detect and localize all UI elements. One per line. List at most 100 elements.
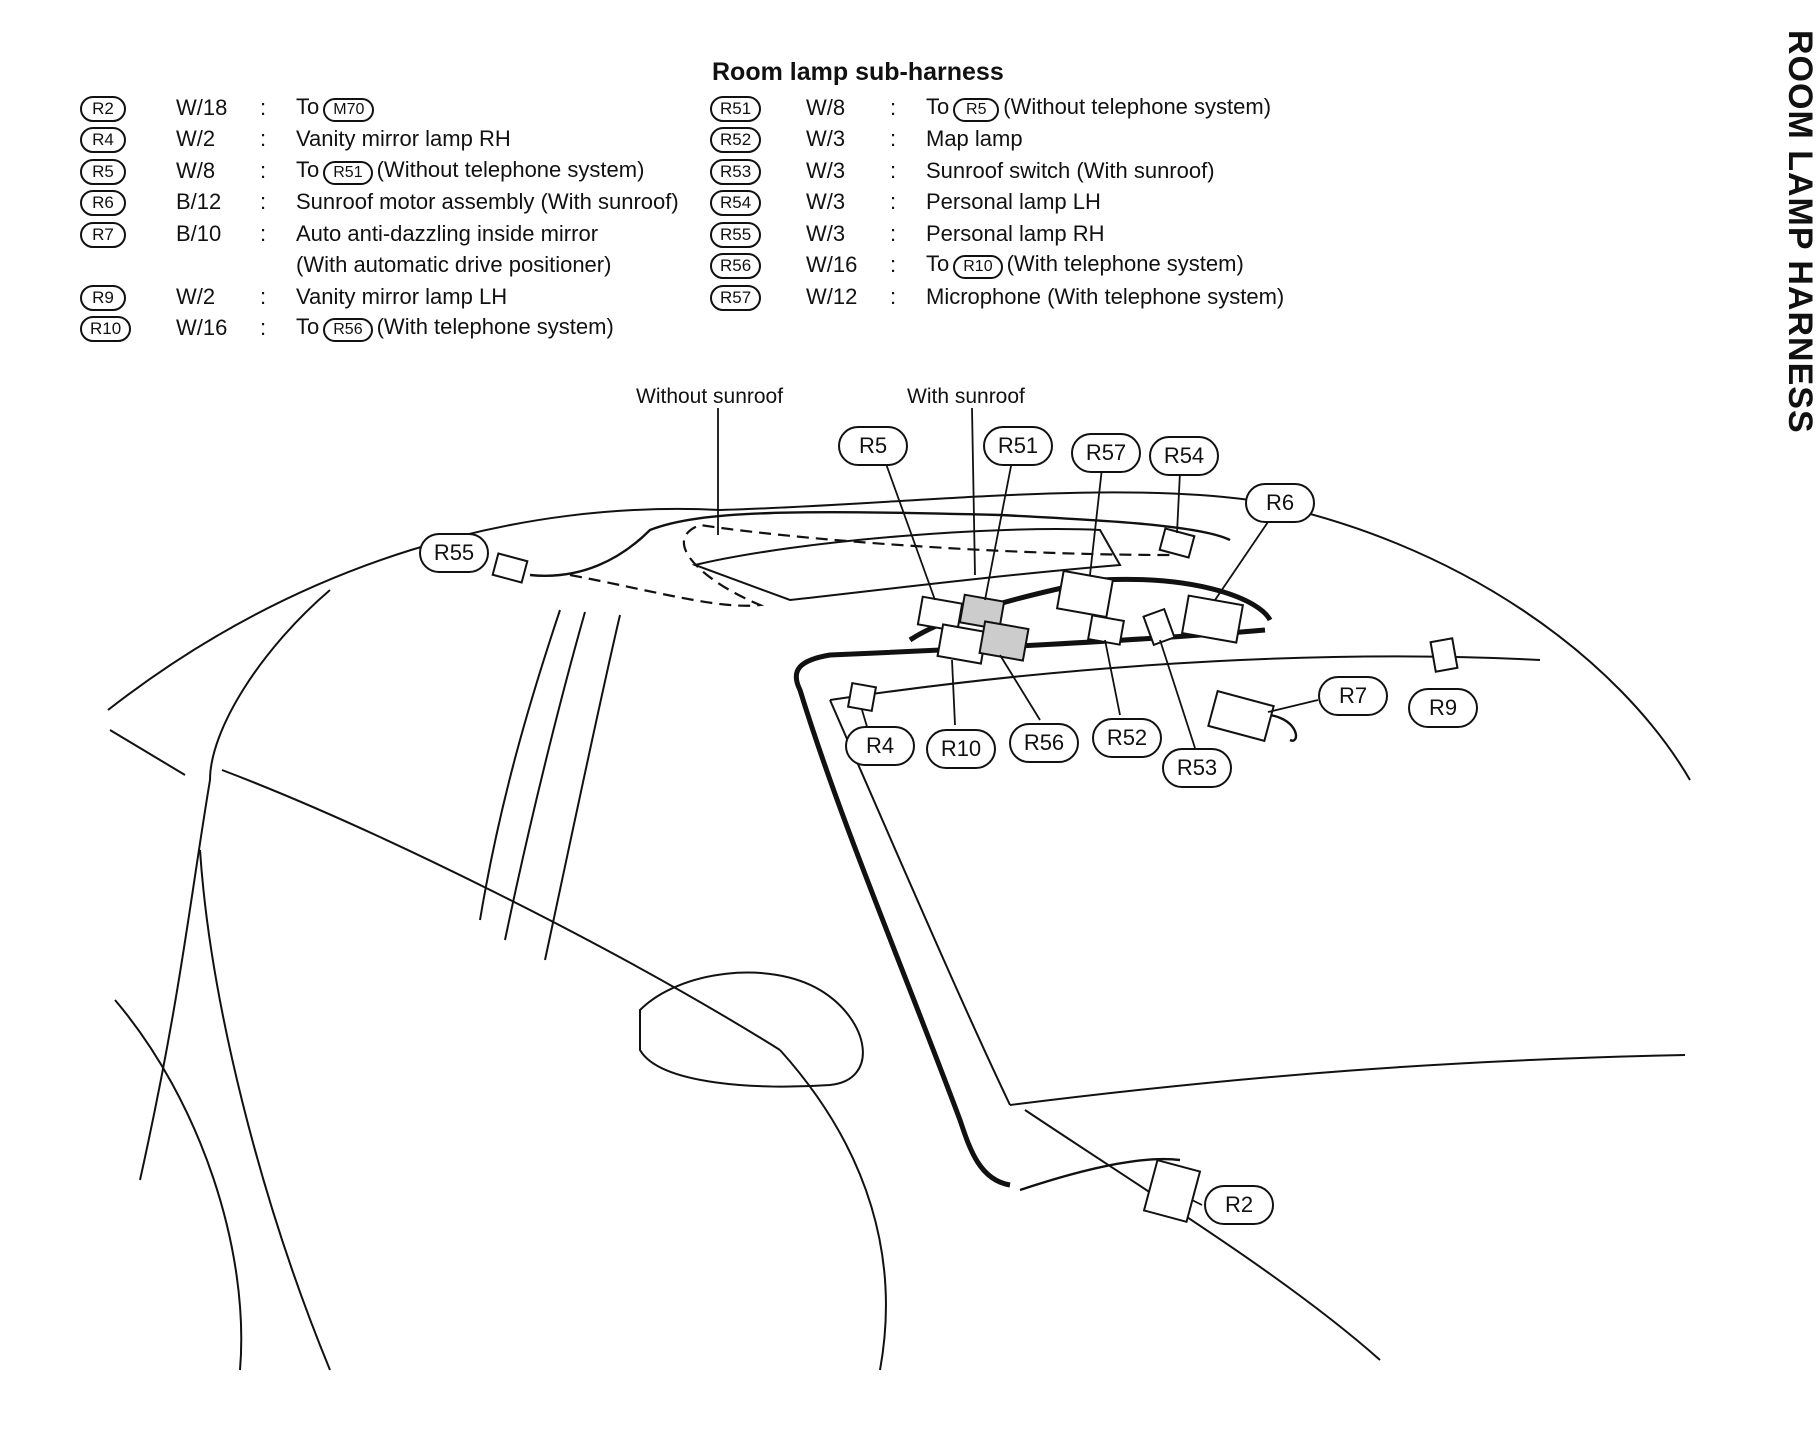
connector-r4-shape <box>846 681 878 713</box>
rear-door-outline <box>114 999 243 1371</box>
wire-type: W/2 <box>176 283 216 309</box>
colon-separator: : <box>260 189 267 215</box>
description-suffix: (With telephone system) <box>376 314 614 340</box>
legend-row: R54 W/3 : Personal lamp LH <box>710 187 1284 219</box>
subharness-title: Room lamp sub-harness <box>712 58 1004 86</box>
wire-type: W/8 <box>176 157 216 183</box>
harness-wire-r55 <box>529 511 1231 577</box>
callout-r53: R53 <box>1162 748 1232 788</box>
callout-r6: R6 <box>1245 483 1315 523</box>
colon-separator: : <box>260 315 267 341</box>
connector-r55-shape <box>491 552 529 584</box>
harness-wire-r7 <box>1269 713 1298 742</box>
callout-r56: R56 <box>1009 723 1079 763</box>
annotation-without-sunroof: Without sunroof <box>636 385 784 408</box>
colon-separator: : <box>890 220 897 246</box>
connector-r6-shape <box>1180 594 1245 644</box>
leader-r56 <box>999 654 1041 721</box>
leader-r53 <box>1159 639 1196 749</box>
connector-ref-badge: R5 <box>953 97 1000 122</box>
legend-row: R6 B/12 : Sunroof motor assembly (With s… <box>80 187 679 219</box>
wire-type: W/12 <box>806 283 858 309</box>
wire-type: W/16 <box>806 252 858 278</box>
legend-description: Map lamp <box>926 126 1023 152</box>
callout-r4: R4 <box>845 726 915 766</box>
connector-r56-shape <box>978 620 1030 662</box>
legend-row: R52 W/3 : Map lamp <box>710 124 1284 156</box>
legend-row: R4 W/2 : Vanity mirror lamp RH <box>80 124 679 156</box>
front-door-frame <box>221 769 781 1051</box>
connector-badge: R52 <box>710 127 762 154</box>
legend-description: (With automatic drive positioner) <box>296 252 612 278</box>
legend-description: Sunroof switch (With sunroof) <box>926 157 1215 183</box>
description-suffix: (Without telephone system) <box>376 156 645 182</box>
colon-separator: : <box>890 189 897 215</box>
colon-separator: : <box>260 126 267 152</box>
description-suffix: (With telephone system) <box>1006 251 1244 277</box>
callout-r55: R55 <box>419 533 489 573</box>
annotation-with-sunroof: With sunroof <box>907 385 1025 408</box>
connector-r10-shape <box>936 623 988 665</box>
description-text: To <box>296 156 320 182</box>
callout-r51: R51 <box>983 426 1053 466</box>
connector-badge: R7 <box>80 221 126 248</box>
legend-description: Personal lamp LH <box>926 189 1101 215</box>
legend-description: Vanity mirror lamp RH <box>296 126 511 152</box>
connector-ref-badge: R56 <box>323 318 373 343</box>
b-pillar-3 <box>544 614 621 961</box>
windshield-lower-edge <box>1009 1054 1686 1106</box>
colon-separator: : <box>890 252 897 278</box>
wire-type: W/16 <box>176 315 228 341</box>
wire-type: B/12 <box>176 189 222 215</box>
connector-ref-badge: M70 <box>323 97 375 122</box>
connector-badge: R4 <box>80 127 126 154</box>
callout-r57: R57 <box>1071 433 1141 473</box>
connector-ref-badge: R51 <box>323 160 373 185</box>
description-text: To <box>926 93 950 119</box>
connector-badge: R55 <box>710 221 762 248</box>
connector-badge: R54 <box>710 190 762 217</box>
leader-r57 <box>1089 467 1103 576</box>
legend-row-continuation: (With automatic drive positioner) <box>80 250 679 282</box>
hood-line <box>1024 1109 1381 1361</box>
legend-description: Sunroof motor assembly (With sunroof) <box>296 189 679 215</box>
leader-r54 <box>1176 471 1181 534</box>
colon-separator: : <box>260 94 267 120</box>
leader-r51 <box>984 460 1013 601</box>
connector-badge: R2 <box>80 95 126 122</box>
wire-type: W/8 <box>806 94 846 120</box>
legend-row: R53 W/3 : Sunroof switch (With sunroof) <box>710 155 1284 187</box>
left-body-line <box>109 729 186 776</box>
legend-row: R7 B/10 : Auto anti-dazzling inside mirr… <box>80 218 679 250</box>
callout-r54: R54 <box>1149 436 1219 476</box>
rear-door-curve <box>199 849 331 1371</box>
page-side-title: ROOM LAMP HARNESS <box>1781 30 1818 434</box>
leader-r5 <box>884 460 936 601</box>
colon-separator: : <box>890 157 897 183</box>
callout-r9: R9 <box>1408 688 1478 728</box>
description-text: To <box>926 251 950 277</box>
callout-r7: R7 <box>1318 676 1388 716</box>
connector-r57-shape <box>1055 569 1115 619</box>
colon-separator: : <box>260 157 267 183</box>
sunroof-opening <box>691 528 1122 602</box>
callout-r10: R10 <box>926 729 996 769</box>
legend-row: R57 W/12 : Microphone (With telephone sy… <box>710 281 1284 313</box>
colon-separator: : <box>890 283 897 309</box>
connector-badge: R57 <box>710 284 762 311</box>
connector-badge: R5 <box>80 158 126 185</box>
harness-wire-r2 <box>1019 1157 1181 1192</box>
wire-type: W/3 <box>806 126 846 152</box>
leader-r52 <box>1104 639 1121 716</box>
connector-badge: R6 <box>80 190 126 217</box>
callout-r52: R52 <box>1092 718 1162 758</box>
